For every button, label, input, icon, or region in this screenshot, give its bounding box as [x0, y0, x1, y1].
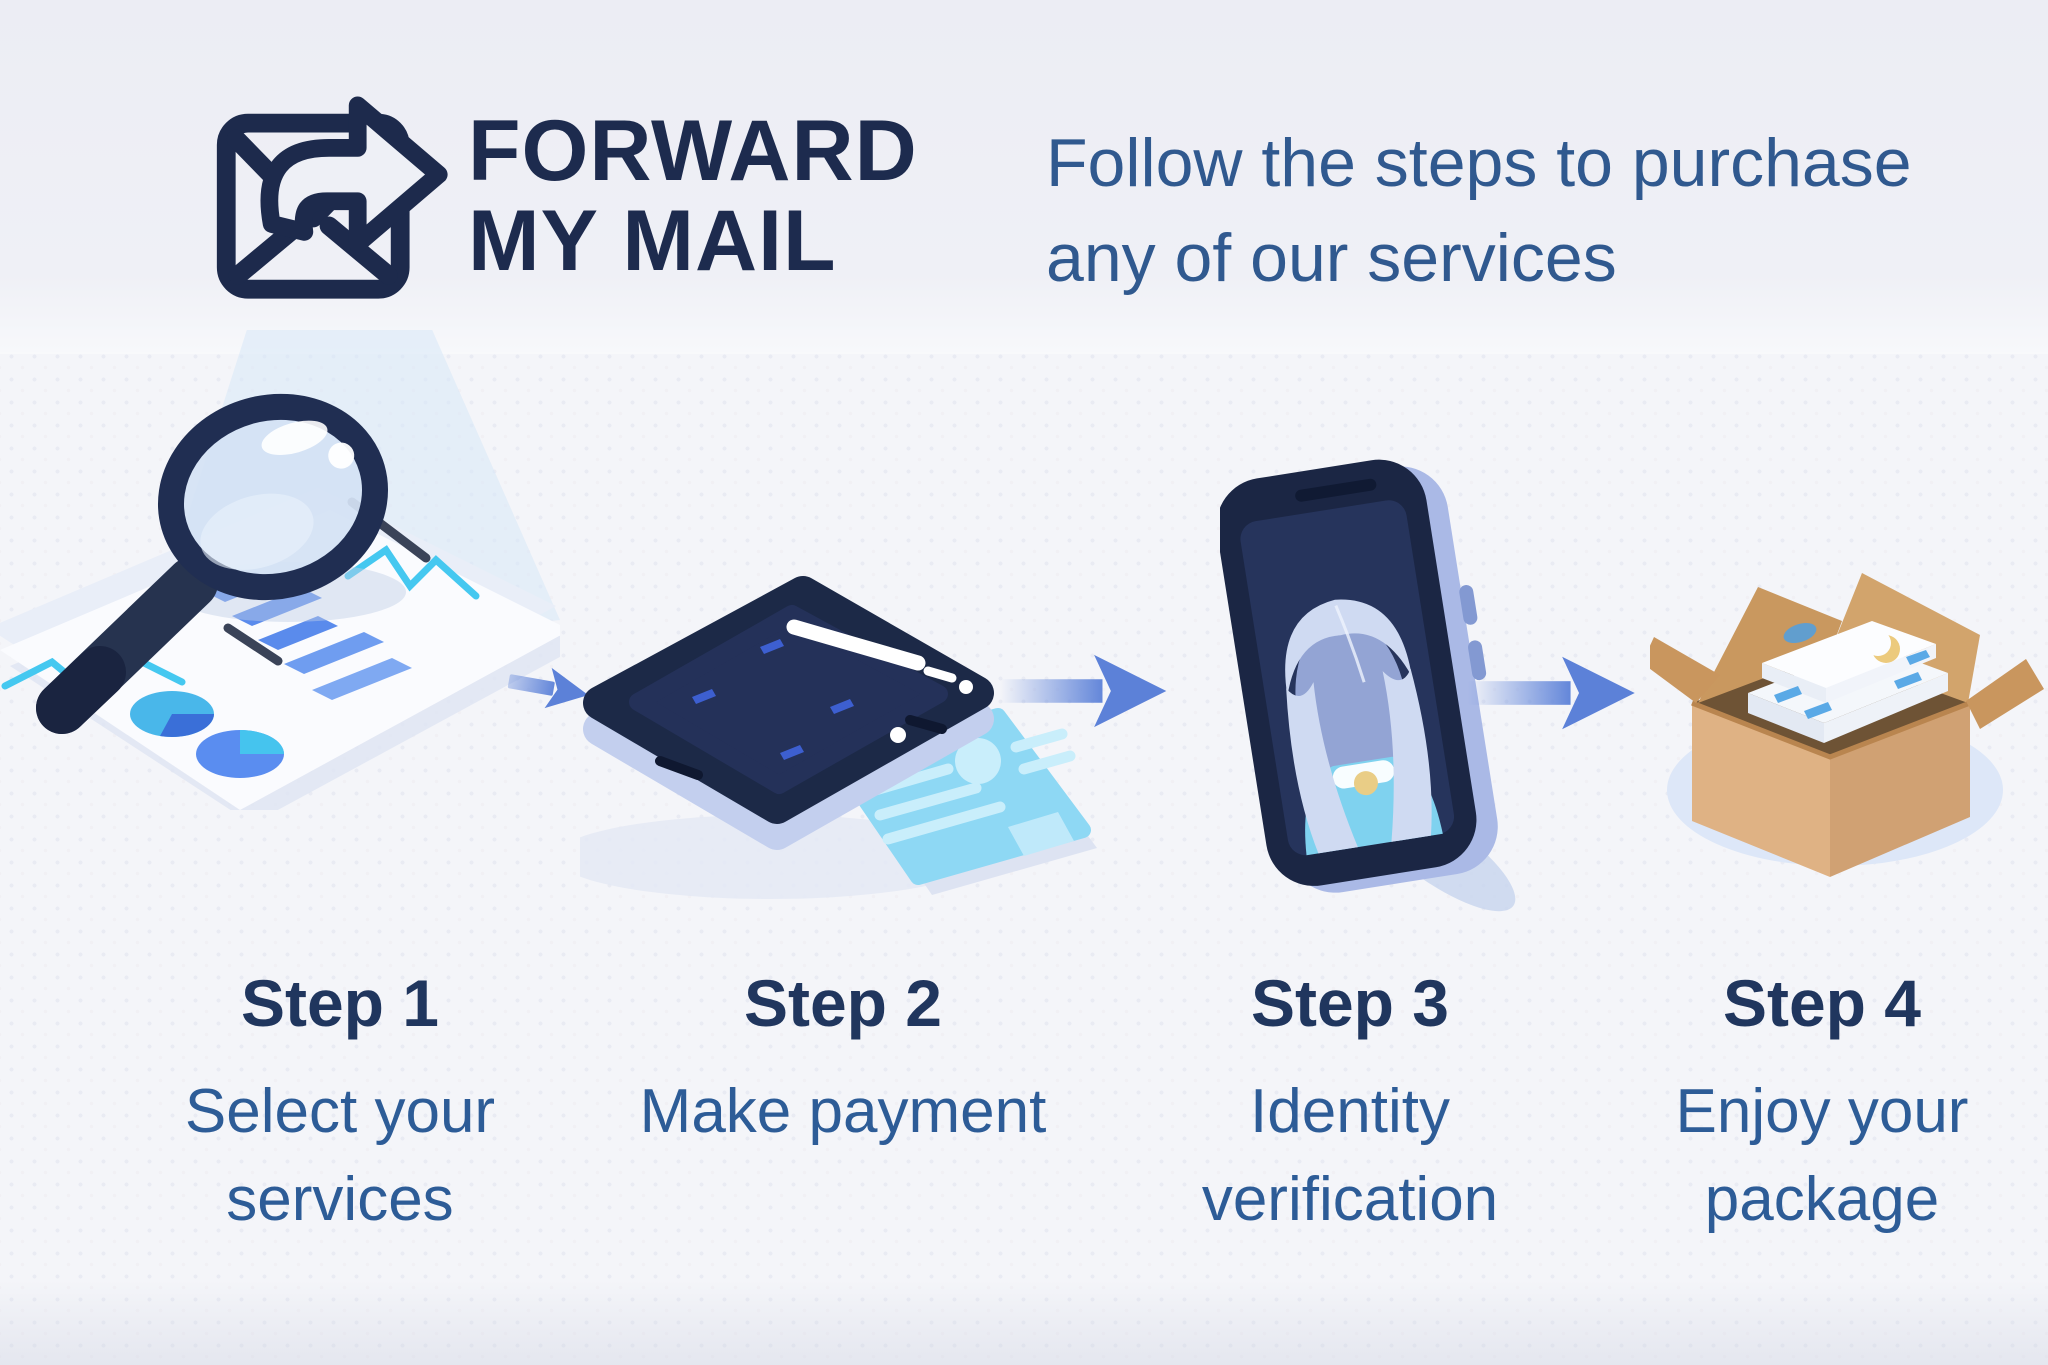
- step2-subtitle: Make payment: [639, 1077, 1047, 1146]
- screen-markers: [692, 639, 854, 760]
- step1-subtitle: Select your services: [184, 1077, 496, 1234]
- step1-illustration-magnifier-documents: [0, 330, 560, 810]
- smartphone-icon: [1220, 459, 1498, 893]
- phone-button: [1459, 585, 1478, 625]
- open-box-icon: [1650, 573, 2044, 877]
- step4-illustration-open-box: [1650, 573, 2044, 877]
- step3-illustration-phone-identity: [1220, 459, 1516, 912]
- step3-caption: Step 3 Identity verification: [1100, 962, 1600, 1244]
- arrow-right-icon: [507, 667, 589, 709]
- logo-wordmark: FORWARD MY MAIL: [468, 106, 928, 286]
- tagline: Follow the steps to purchase any of our …: [1046, 116, 2006, 306]
- step4-subtitle: Enjoy your package: [1675, 1077, 1969, 1234]
- arrow-right-icon: [1467, 656, 1635, 730]
- step3-title: Step 3: [1250, 966, 1450, 1040]
- step2-title: Step 2: [743, 966, 943, 1040]
- stamp-marks: [1774, 650, 1930, 719]
- person-hair: [1285, 599, 1432, 854]
- person-avatar: [1240, 500, 1455, 856]
- step4-title: Step 4: [1722, 966, 1922, 1040]
- mail-stack: [1748, 621, 1948, 743]
- pie-charts: [130, 691, 284, 778]
- step1-caption: Step 1 Select your services: [90, 962, 590, 1244]
- phone-speaker: [1295, 478, 1377, 502]
- step2-caption: Step 2 Make payment: [593, 962, 1093, 1156]
- step1-title: Step 1: [240, 966, 440, 1040]
- pencil-line-2: [223, 623, 283, 666]
- tagline-line-1: Follow the steps to purchase: [1046, 125, 1912, 201]
- logo-line-1: FORWARD: [468, 103, 918, 199]
- tablet-icon: [583, 576, 994, 850]
- tagline-line-2: any of our services: [1046, 220, 1617, 296]
- step4-caption: Step 4 Enjoy your package: [1572, 962, 2048, 1244]
- arrow-right-icon: [1000, 654, 1167, 728]
- logo-line-2: MY MAIL: [468, 193, 837, 289]
- bottom-vignette: [0, 1280, 2048, 1365]
- necklace-bead: [1353, 771, 1378, 796]
- magnifying-glass-icon: [36, 393, 406, 734]
- line-chart-right: [344, 545, 480, 600]
- envelope-forward-arrow-icon: [216, 96, 448, 299]
- phone-button: [1468, 640, 1487, 681]
- step2-illustration-tablet-card: [580, 576, 1097, 899]
- step3-subtitle: Identity verification: [1201, 1077, 1499, 1234]
- tablet-slot: [786, 619, 926, 671]
- forward-arrow: [260, 96, 448, 253]
